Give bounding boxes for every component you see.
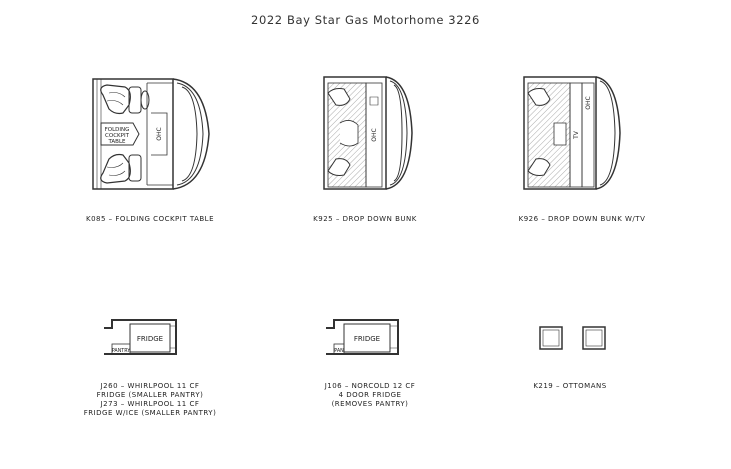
j106-line-3: (REMOVES PANTRY) [331,400,409,408]
pantry-label: PANTRY [112,348,130,354]
ottomans-diagram [539,326,606,350]
j273-line-2: FRIDGE W/ICE (SMALLER PANTRY) [83,409,217,417]
ottoman-left-icon [539,326,563,350]
pantry-label: PAN [334,348,344,354]
table-label-3: TABLE [107,139,126,145]
drop-down-bunk-tv-diagram: TV OHC [523,76,621,190]
table-label-1: FOLDING [105,127,130,133]
drop-down-bunk-diagram: OHC [323,76,413,190]
j106-caption: J106 – NORCOLD 12 CF 4 DOOR FRIDGE (REMO… [270,382,470,409]
j260-line-1: J260 – WHIRLPOOL 11 CF [100,382,200,390]
fridge-label: FRIDGE [354,335,380,343]
driver-seat-icon [100,84,142,115]
k085-caption: K085 – FOLDING COCKPIT TABLE [86,215,214,223]
page-title: 2022 Bay Star Gas Motorhome 3226 [251,13,480,27]
j273-line-1: J273 – WHIRLPOOL 11 CF [100,400,200,408]
fridge-label: FRIDGE [137,335,163,343]
table-label-2: COCKPIT [105,133,130,139]
j260-line-2: FRIDGE (SMALLER PANTRY) [96,391,204,399]
ohc-label: OHC [156,127,163,140]
k925-caption: K925 – DROP DOWN BUNK [313,215,417,223]
j106-line-2: 4 DOOR FRIDGE [338,391,402,399]
ohc-label: OHC [371,128,378,141]
j260-caption: J260 – WHIRLPOOL 11 CF FRIDGE (SMALLER P… [50,382,250,418]
tv-label: TV [573,130,580,140]
k926-caption: K926 – DROP DOWN BUNK W/TV [518,215,646,223]
cockpit-table-diagram: FOLDING COCKPIT TABLE OHC [92,78,210,190]
j106-line-1: J106 – NORCOLD 12 CF [324,382,416,390]
ohc-label: OHC [585,96,592,109]
norcold-fridge-diagram: FRIDGE PAN [326,319,399,355]
passenger-seat-icon [100,153,142,184]
ottoman-right-icon [582,326,606,350]
fridge-smaller-pantry-diagram: FRIDGE PANTRY [104,319,177,355]
k219-caption: K219 – OTTOMANS [533,382,607,390]
